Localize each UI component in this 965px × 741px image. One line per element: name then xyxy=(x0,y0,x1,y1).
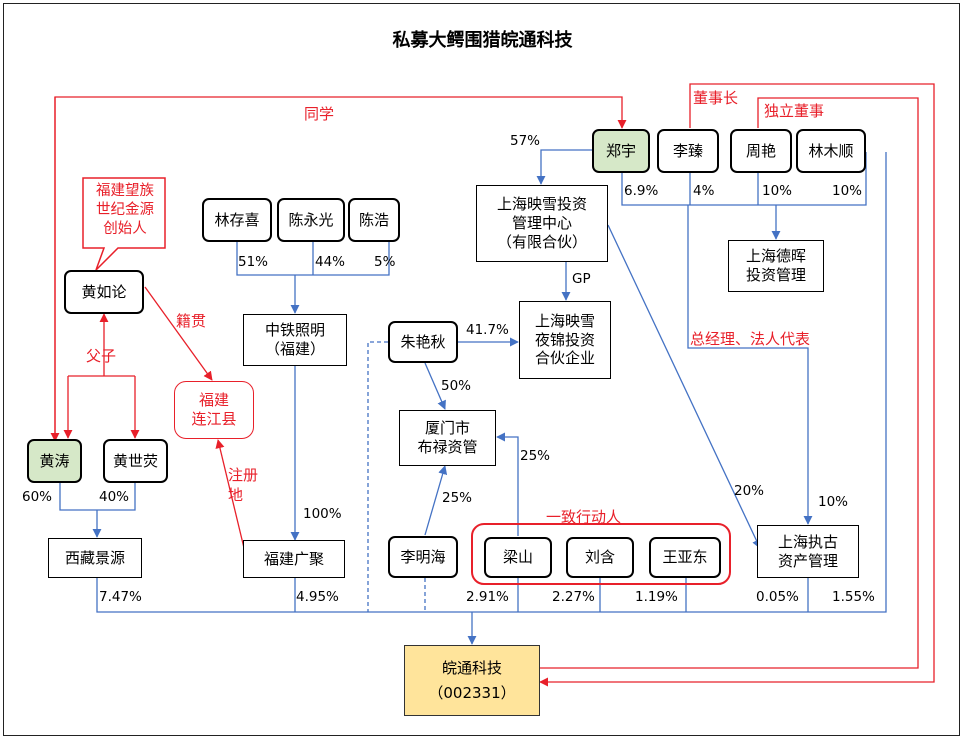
pct-zhengyu-center: 57% xyxy=(510,133,541,149)
label-native-place: 籍贯 xyxy=(176,312,207,330)
pct-xz-wt: 7.47% xyxy=(99,589,142,605)
pct-ls-wt: 2.91% xyxy=(466,589,509,605)
pct-li-bulu: 25% xyxy=(442,490,473,506)
label-classmate: 同学 xyxy=(304,105,335,123)
node-lincunxi: 林存喜 xyxy=(202,198,272,242)
diagram-frame xyxy=(3,3,960,736)
diagram-title: 私募大鳄围猎皖通科技 xyxy=(392,30,573,51)
concert-party-group xyxy=(471,523,731,585)
node-liuhan: 刘含 xyxy=(566,537,634,578)
pct-lz-dehui: 4% xyxy=(693,183,715,199)
pct-lh-wt: 2.27% xyxy=(552,589,595,605)
blue-equity-lines xyxy=(59,149,887,645)
node-chenyongguang: 陈永光 xyxy=(277,198,345,242)
pct-center-zhigu: 20% xyxy=(734,483,765,499)
pct-lx-bulu: 25% xyxy=(520,448,551,464)
pct-zhu-yejin: 41.7% xyxy=(466,322,509,338)
node-lizhen: 李臻 xyxy=(657,129,719,173)
label-gp: GP xyxy=(572,271,591,287)
node-huangrulun: 黄如论 xyxy=(64,270,144,314)
wantong-code: （002331） xyxy=(428,683,516,702)
node-zhouyan: 周艳 xyxy=(730,129,792,173)
node-zhengyu: 郑宇 xyxy=(592,129,650,173)
node-shanghai-dehui: 上海德晖 投资管理 xyxy=(728,240,824,292)
pct-lms-dehui: 10% xyxy=(832,183,863,199)
label-chairman: 董事长 xyxy=(693,89,739,107)
node-chenhao: 陈浩 xyxy=(348,198,400,242)
red-relations xyxy=(50,83,935,687)
pct-zt-gj: 100% xyxy=(303,506,342,522)
pct-lms-wt: 1.55% xyxy=(832,589,875,605)
node-liangshan: 梁山 xyxy=(484,537,552,578)
node-huangtao: 黄涛 xyxy=(27,439,82,483)
wantong-name: 皖通科技 xyxy=(441,658,502,677)
pct-dehui-zhigu: 10% xyxy=(818,494,849,510)
node-shanghai-zhigu: 上海执古 资产管理 xyxy=(757,525,859,578)
pct-zy-dehui: 6.9% xyxy=(624,183,659,199)
pct-chenhao-zt: 5% xyxy=(374,254,396,270)
pct-hsy-xz: 40% xyxy=(99,489,130,505)
node-wangyadong: 王亚东 xyxy=(649,537,721,578)
node-linmushun: 林木顺 xyxy=(796,129,866,173)
callout-text: 福建望族 世纪金源 创始人 xyxy=(96,183,154,237)
label-concert-party: 一致行动人 xyxy=(546,508,622,526)
pct-zhu-bulu: 50% xyxy=(441,378,472,394)
node-huangshiying: 黄世荧 xyxy=(103,439,168,483)
label-registered: 注册 地 xyxy=(228,466,259,504)
node-wantong: 皖通科技 （002331） xyxy=(404,645,540,716)
node-xiamen-bulu: 厦门市 布禄资管 xyxy=(399,410,496,466)
label-gm-legal-rep: 总经理、法人代表 xyxy=(690,330,811,348)
pct-lin-zt: 51% xyxy=(238,254,269,270)
pct-chenyg-zt: 44% xyxy=(315,254,346,270)
node-fujian-guangju: 福建广聚 xyxy=(243,540,345,578)
label-father-son: 父子 xyxy=(86,347,117,365)
node-xizang: 西藏景源 xyxy=(48,538,142,578)
node-zhongtie: 中铁照明 （福建） xyxy=(243,314,347,366)
pct-zy2-dehui: 10% xyxy=(762,183,793,199)
pct-gj-wt: 4.95% xyxy=(296,589,339,605)
node-liminghai: 李明海 xyxy=(388,536,458,578)
node-shanghai-yingxue-yejin: 上海映雪 夜锦投资 合伙企业 xyxy=(519,301,611,379)
node-shanghai-yingxue-center: 上海映雪投资 管理中心 （有限合伙） xyxy=(476,185,608,262)
pct-wyd-wt: 1.19% xyxy=(635,589,678,605)
node-fujian-lianjiang: 福建 连江县 xyxy=(174,381,254,439)
node-zhuyanqiu: 朱艳秋 xyxy=(388,321,458,363)
label-independent-director: 独立董事 xyxy=(764,102,825,120)
pct-huangtao-xz: 60% xyxy=(22,489,53,505)
pct-zhigu-wt: 0.05% xyxy=(756,589,799,605)
